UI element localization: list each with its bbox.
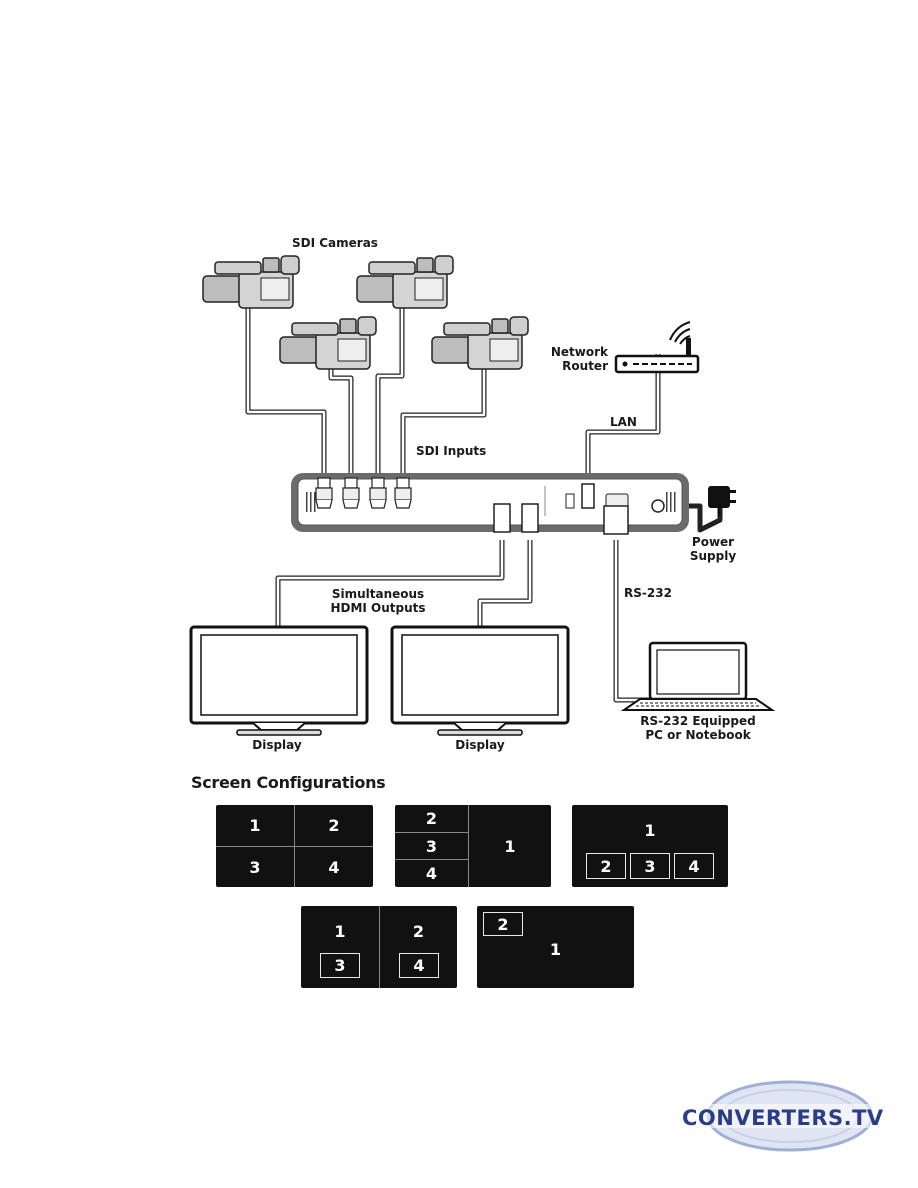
sdi-camera-1	[202, 255, 300, 309]
display-monitor-1	[189, 625, 369, 737]
hdmi-output-connectors	[493, 503, 539, 533]
sdi-camera-4	[431, 316, 529, 370]
screen-configurations-heading: Screen Configurations	[191, 773, 386, 792]
laptop-icon	[620, 641, 776, 711]
pane-label: 4	[328, 857, 340, 877]
divider	[379, 906, 380, 988]
network-router-label-line2: Router	[562, 359, 608, 373]
network-router-label-line1: Network	[550, 345, 608, 359]
pane-label: 2	[425, 809, 438, 828]
power-supply-label-line2: Supply	[689, 549, 737, 563]
sdi-camera-3	[279, 316, 377, 370]
power-supply-icon	[708, 486, 736, 516]
network-router-icon	[614, 321, 700, 374]
display-label-2: Display	[455, 738, 505, 752]
logo-text: CONVERTERS.TV	[682, 1106, 884, 1130]
display-monitor-2	[390, 625, 570, 737]
screen-config-quad: 1 2 3 4	[216, 805, 373, 887]
pane-label: 2	[586, 853, 626, 879]
pane-label: 1	[249, 816, 261, 835]
pane-label: 1	[549, 939, 562, 959]
screen-config-stack-left: 2 3 4 1	[395, 805, 551, 887]
display-label-1: Display	[252, 738, 302, 752]
power-supply-label-line1: Power	[691, 535, 735, 549]
pane-label: 2	[412, 921, 425, 941]
rs232-connector	[603, 505, 629, 535]
divider	[395, 832, 468, 833]
screen-config-dual-pip: 1 2 3 4	[301, 906, 457, 988]
pane-label: 3	[320, 953, 360, 978]
sdi-cameras-label: SDI Cameras	[292, 236, 378, 250]
pane-label: 1	[334, 921, 346, 941]
pane-label: 4	[674, 853, 714, 879]
lan-connector	[581, 483, 595, 509]
pane-label: 2	[483, 912, 523, 936]
converters-tv-logo	[678, 1080, 876, 1152]
pane-label: 1	[644, 820, 656, 840]
pane-label: 4	[425, 864, 438, 883]
pane-label: 3	[630, 853, 670, 879]
lan-label: LAN	[610, 415, 637, 429]
pc-label-line1: RS-232 Equipped	[640, 714, 756, 728]
connection-diagram	[189, 255, 776, 737]
pc-label-line2: PC or Notebook	[645, 728, 751, 742]
divider	[216, 846, 373, 847]
divider	[468, 805, 469, 887]
screen-config-pip-bottom: 1 2 3 4	[572, 805, 728, 887]
pane-label: 2	[328, 816, 340, 835]
cables	[245, 305, 723, 703]
pane-label: 3	[425, 836, 438, 856]
divider	[395, 859, 468, 860]
rs232-label: RS-232	[624, 586, 672, 600]
sdi-inputs-label: SDI Inputs	[416, 444, 487, 458]
pane-label: 1	[504, 836, 516, 856]
pane-label: 3	[249, 857, 261, 877]
hdmi-outputs-label-line2: HDMI Outputs	[330, 601, 426, 615]
hdmi-outputs-label-line1: Simultaneous	[331, 587, 425, 601]
pane-label: 4	[399, 953, 439, 978]
sdi-camera-2	[356, 255, 454, 309]
screen-config-pip-corner: 2 1	[477, 906, 634, 988]
